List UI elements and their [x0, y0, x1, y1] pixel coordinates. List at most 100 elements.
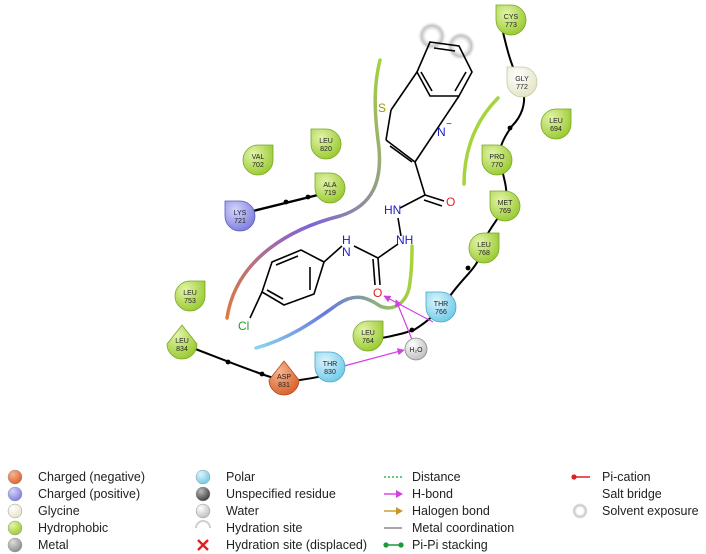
water-label: H₂O: [409, 347, 423, 354]
residue-shape: [425, 291, 457, 323]
legend-label: H-bond: [412, 487, 453, 501]
residue-name: ASP: [277, 374, 291, 381]
legend-swatch: [7, 503, 23, 519]
residue-number: 768: [478, 250, 490, 257]
residue-shape: [166, 324, 198, 360]
legend-swatch: [7, 520, 23, 536]
residue-name: LEU: [549, 118, 563, 125]
residue-number: 772: [516, 84, 528, 91]
residue-shape: [310, 128, 342, 160]
residue-number: 820: [320, 146, 332, 153]
atom-oxygen-carbonyl: O: [446, 195, 455, 209]
residue-name: ALA: [323, 182, 337, 189]
pocket-outline: [225, 58, 500, 350]
ligand-structure: [249, 41, 473, 319]
pocket-contour-right: [462, 96, 500, 186]
legend-label: Pi-Pi stacking: [412, 538, 488, 552]
displaced-x-icon: [197, 539, 209, 551]
pocket-contour-left: [225, 58, 382, 320]
residue-shape: [506, 66, 538, 98]
residue-name: LEU: [175, 338, 189, 345]
residue-number: 694: [550, 126, 562, 133]
legend-label: Unspecified residue: [226, 487, 336, 501]
pocket-contour-bottom: [254, 244, 414, 350]
residue-shape: [489, 190, 521, 222]
pi-pi-dot-icon: [383, 542, 389, 548]
residue-number: 753: [184, 298, 196, 305]
legend-swatch: [195, 486, 211, 502]
residue-shape: [540, 108, 572, 140]
residue-shape: [495, 4, 527, 36]
atom-urea-h: H: [342, 233, 351, 247]
residue-shape: [314, 172, 346, 204]
legend-label: Metal coordination: [412, 521, 514, 535]
residue-number: 702: [252, 162, 264, 169]
legend-label: Hydration site (displaced): [226, 538, 367, 552]
legend-label: Hydration site: [226, 521, 302, 535]
atom-nitrogen-anion: N: [437, 125, 446, 139]
residue-number: 721: [234, 218, 246, 225]
legend-label: Halogen bond: [412, 504, 490, 518]
residue-number: 719: [324, 190, 336, 197]
legend-label: Charged (negative): [38, 470, 145, 484]
ligand-atom-labels: S N − O HN NH H N O Cl: [238, 101, 455, 333]
residue-name: THR: [323, 361, 337, 368]
legend-label: Water: [226, 504, 259, 518]
residue-name: MET: [498, 200, 514, 207]
residue-shape: [481, 144, 513, 176]
residue-number: 830: [324, 369, 336, 376]
legend-label: Glycine: [38, 504, 80, 518]
residue-name: LEU: [319, 138, 333, 145]
hydration-site-icon: [195, 520, 211, 529]
legend-label: Salt bridge: [602, 487, 662, 501]
residue-name: GLY: [515, 76, 529, 83]
solvent-exposure-halos: [418, 22, 475, 60]
hbond-lines: [343, 295, 434, 367]
legend-label: Distance: [412, 470, 461, 484]
residue-number: 764: [362, 338, 374, 345]
residue-shape: [224, 200, 256, 232]
residue-number: 766: [435, 309, 447, 316]
residue-name: LEU: [477, 242, 491, 249]
residue-shape: [468, 232, 500, 264]
residue-name: LEU: [361, 330, 375, 337]
residue-shape: [174, 280, 206, 312]
halogen-arrow-icon: [396, 507, 403, 515]
legend-label: Charged (positive): [38, 487, 140, 501]
atom-hydrazide-hn: HN: [384, 203, 401, 217]
atom-charge-minus: −: [446, 119, 452, 130]
residue-number: 770: [491, 162, 503, 169]
pi-cation-dot-icon: [571, 474, 577, 480]
solvent-exposure-icon: [572, 503, 588, 519]
legend-label: Solvent exposure: [602, 504, 699, 518]
atom-sulfur: S: [378, 101, 386, 115]
residue-number: 834: [176, 346, 188, 353]
legend-swatch: [7, 469, 23, 485]
residue-group: CYS773GLY772LEU694PRO770MET769LEU768THR7…: [166, 4, 572, 396]
residue-name: VAL: [252, 154, 265, 161]
atom-oxygen-urea: O: [373, 286, 382, 300]
residue-shape: [242, 144, 274, 176]
residue-shape: [268, 360, 300, 396]
legend-label: Hydrophobic: [38, 521, 108, 535]
atom-chlorine: Cl: [238, 319, 249, 333]
legend: Charged (negative) Charged (positive) Glyc…: [7, 469, 699, 553]
hbond-arrow-icon: [396, 490, 403, 498]
legend-label: Polar: [226, 470, 255, 484]
legend-swatch: [195, 469, 211, 485]
